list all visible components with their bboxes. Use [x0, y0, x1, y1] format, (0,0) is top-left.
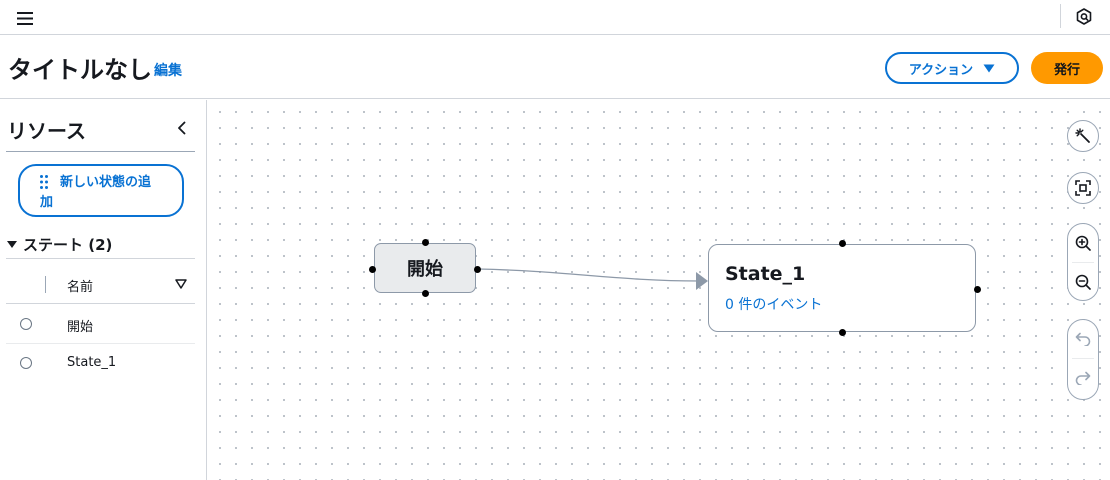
table-top-divider	[6, 258, 195, 259]
page-title: タイトルなし	[8, 56, 152, 84]
table-header-divider	[6, 303, 195, 304]
column-divider	[45, 276, 46, 293]
connection-handle[interactable]	[422, 290, 429, 297]
row-name: State_1	[67, 355, 117, 370]
state-node[interactable]: State_1 0 件のイベント	[708, 244, 976, 332]
add-new-state-button[interactable]: 新しい状態の追 加	[18, 164, 184, 217]
zoom-in-button[interactable]	[1068, 224, 1098, 262]
redo-icon	[1075, 371, 1091, 385]
table-row[interactable]: 開始	[6, 305, 195, 344]
redo-button[interactable]	[1068, 359, 1098, 397]
sort-down-icon[interactable]	[175, 279, 187, 289]
fit-to-screen-button[interactable]	[1067, 172, 1099, 204]
table-row[interactable]: State_1	[6, 344, 195, 383]
state-node-title: State_1	[725, 263, 806, 285]
caret-down-icon	[983, 64, 995, 72]
connection-handle[interactable]	[422, 239, 429, 246]
connection-handle[interactable]	[839, 240, 846, 247]
auto-layout-button[interactable]	[1067, 120, 1099, 152]
row-divider	[6, 343, 195, 344]
zoom-out-icon	[1075, 274, 1091, 290]
chevron-left-icon	[178, 121, 186, 135]
states-group-label: ステート (2)	[23, 236, 113, 254]
undo-icon	[1075, 332, 1091, 346]
hamburger-menu-icon[interactable]	[12, 8, 38, 28]
connection-handle[interactable]	[474, 266, 481, 273]
caret-down-icon	[7, 241, 17, 248]
states-group-toggle[interactable]: ステート (2)	[7, 234, 112, 255]
row-radio-button[interactable]	[20, 357, 32, 369]
edit-title-link[interactable]: 編集	[154, 63, 182, 79]
zoom-controls	[1067, 223, 1099, 301]
page-header: タイトルなし 編集 アクション 発行	[0, 36, 1110, 99]
action-dropdown-button[interactable]: アクション	[885, 52, 1019, 84]
arrowhead-icon	[696, 272, 708, 290]
zoom-divider	[1072, 262, 1094, 263]
start-node[interactable]: 開始	[374, 243, 476, 293]
action-button-label: アクション	[908, 62, 974, 78]
history-divider	[1072, 358, 1094, 359]
row-radio-button[interactable]	[20, 318, 32, 330]
state-machine-canvas[interactable]: 開始 State_1 0 件のイベント	[208, 100, 1110, 480]
row-name: 開始	[67, 320, 94, 335]
panel-divider	[6, 151, 195, 152]
state-events-link[interactable]: 0 件のイベント	[725, 297, 823, 313]
magic-wand-icon	[1075, 128, 1090, 143]
history-controls	[1067, 319, 1099, 400]
zoom-out-button[interactable]	[1068, 263, 1098, 301]
topbar-divider	[1060, 4, 1061, 28]
panel-title: リソース	[7, 119, 86, 143]
drag-handle-icon	[40, 175, 48, 189]
publish-button[interactable]: 発行	[1031, 52, 1103, 84]
transition-edge[interactable]	[208, 100, 1110, 480]
connection-handle[interactable]	[974, 286, 981, 293]
add-state-label-line2: 加	[40, 195, 54, 210]
connection-handle[interactable]	[369, 266, 376, 273]
zoom-in-icon	[1075, 235, 1091, 251]
name-column-header: 名前	[67, 280, 94, 295]
collapse-panel-button[interactable]	[172, 118, 192, 138]
start-node-label: 開始	[407, 259, 443, 280]
connection-handle[interactable]	[839, 329, 846, 336]
undo-button[interactable]	[1068, 320, 1098, 358]
resources-panel: リソース 新しい状態の追 加 ステート (2) 名前 開始 State_1	[0, 100, 207, 480]
hexagon-settings-icon[interactable]	[1072, 5, 1096, 27]
top-navigation-bar	[0, 0, 1110, 35]
add-state-label-line1: 新しい状態の追	[60, 175, 152, 190]
fit-to-screen-icon	[1075, 180, 1091, 196]
